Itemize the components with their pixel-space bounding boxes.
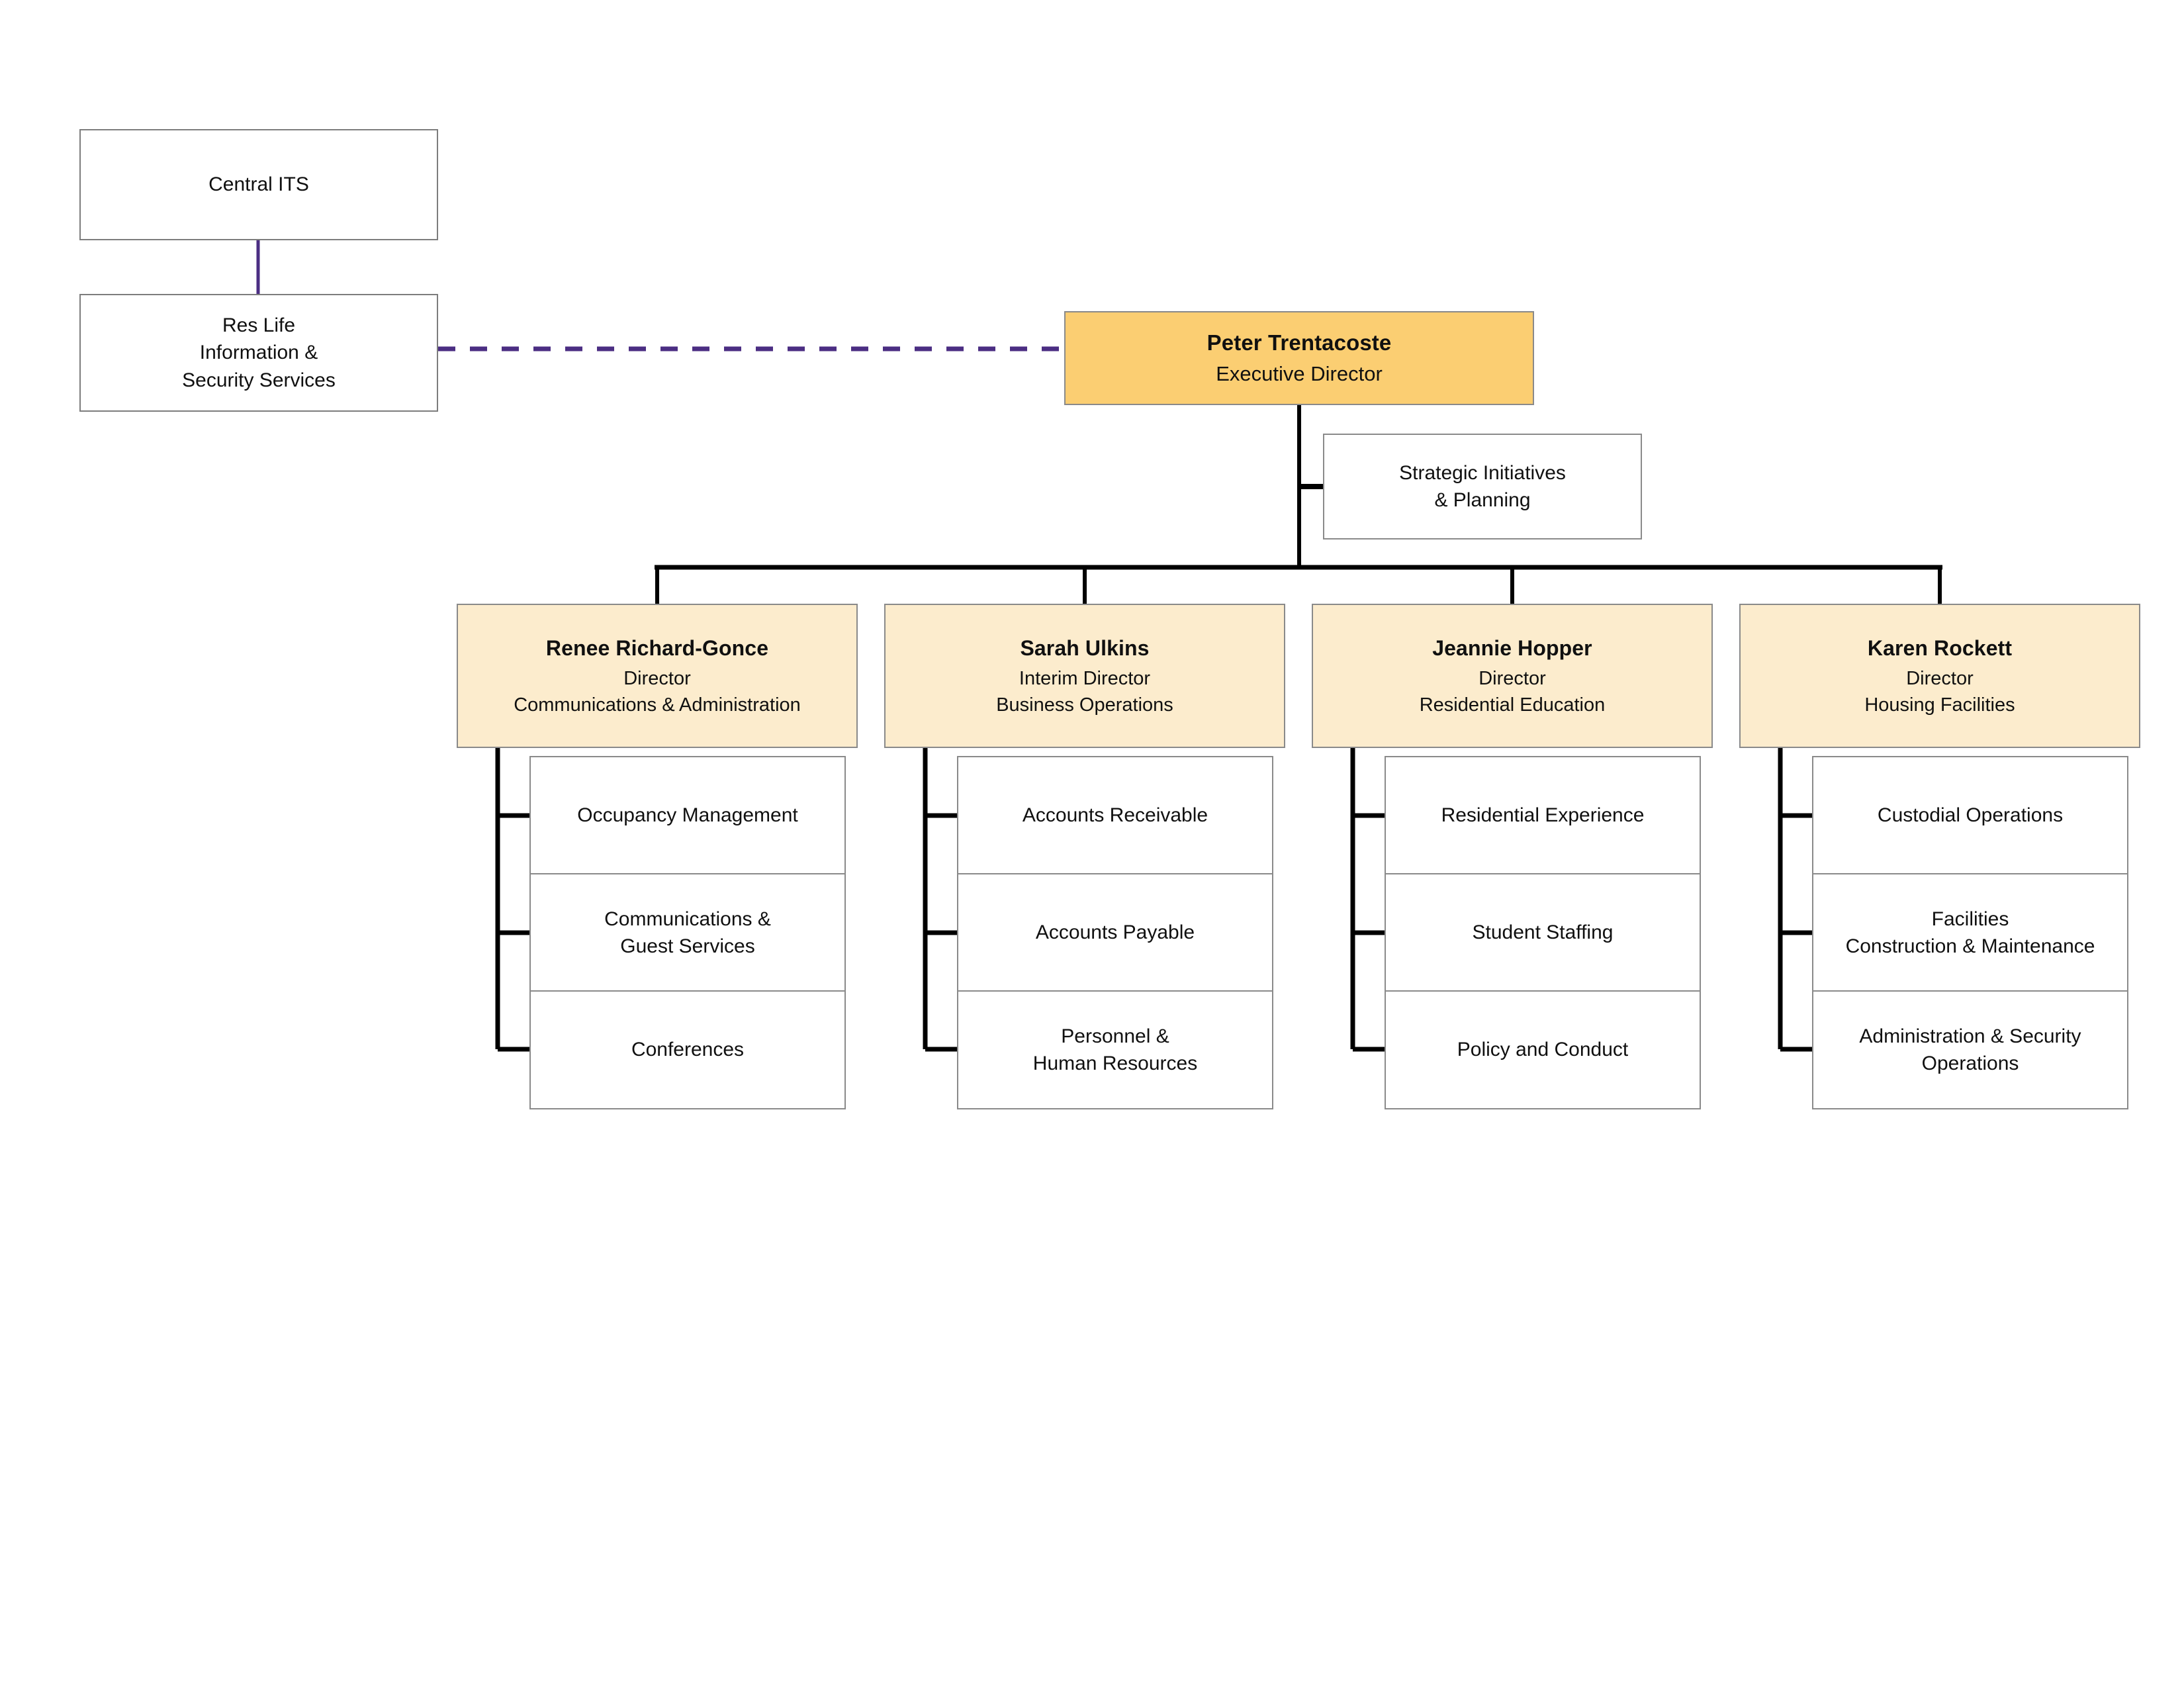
strategic-initiatives-line-1: Strategic Initiatives [1399,461,1566,484]
unit-2-1-line-1: Accounts Receivable [1022,804,1208,827]
res-life-line-3: Security Services [182,369,336,391]
unit-1-3-line-1: Conferences [631,1039,745,1061]
unit-4-3-line-2: Operations [1921,1053,2019,1074]
director-1-unit: Communications & Administration [514,694,801,716]
node-director-housing-facilities[interactable]: Karen Rockett Director Housing Facilitie… [1739,604,2140,748]
unit-1-2-line-1: Communications & [604,908,771,930]
node-director-residential-education[interactable]: Jeannie Hopper Director Residential Educ… [1312,604,1713,748]
node-strategic-initiatives-planning[interactable]: Strategic Initiatives & Planning [1323,434,1642,539]
node-residential-experience[interactable]: Residential Experience [1385,756,1701,875]
node-conferences[interactable]: Conferences [529,990,846,1109]
unit-3-1-line-1: Residential Experience [1441,804,1645,827]
unit-4-1-line-1: Custodial Operations [1877,804,2064,827]
executive-name: Peter Trentacoste [1206,330,1392,355]
unit-2-3-line-1: Personnel & [1061,1025,1169,1047]
node-director-communications-administration[interactable]: Renee Richard-Gonce Director Communicati… [457,604,858,748]
director-2-unit: Business Operations [996,694,1173,716]
node-director-business-operations[interactable]: Sarah Ulkins Interim Director Business O… [884,604,1285,748]
node-policy-and-conduct[interactable]: Policy and Conduct [1385,990,1701,1109]
node-custodial-operations[interactable]: Custodial Operations [1812,756,2128,875]
res-life-line-2: Information & [199,342,318,364]
res-life-line-1: Res Life [222,314,296,336]
unit-2-3-line-2: Human Resources [1032,1053,1198,1074]
node-personnel-human-resources[interactable]: Personnel & Human Resources [957,990,1273,1109]
director-2-role: Interim Director [1019,667,1151,689]
node-central-its[interactable]: Central ITS [79,129,438,240]
director-1-name: Renee Richard-Gonce [545,636,769,661]
strategic-initiatives-line-2: & Planning [1434,489,1531,511]
director-2-name: Sarah Ulkins [1020,636,1150,661]
unit-4-2-line-2: Construction & Maintenance [1845,935,2095,957]
node-executive-director[interactable]: Peter Trentacoste Executive Director [1064,311,1534,405]
unit-3-3-line-1: Policy and Conduct [1457,1039,1629,1061]
node-administration-security-operations[interactable]: Administration & Security Operations [1812,990,2128,1109]
node-res-life-information-security-services[interactable]: Res Life Information & Security Services [79,294,438,412]
director-3-name: Jeannie Hopper [1432,636,1592,661]
director-4-role: Director [1906,667,1974,689]
unit-4-3-line-1: Administration & Security [1859,1025,2081,1047]
director-1-role: Director [623,667,691,689]
unit-2-2-line-1: Accounts Payable [1035,921,1195,944]
central-its-label: Central ITS [208,173,309,196]
node-communications-guest-services[interactable]: Communications & Guest Services [529,873,846,992]
director-4-name: Karen Rockett [1867,636,2013,661]
node-facilities-construction-maintenance[interactable]: Facilities Construction & Maintenance [1812,873,2128,992]
unit-1-2-line-2: Guest Services [620,935,755,957]
node-occupancy-management[interactable]: Occupancy Management [529,756,846,875]
director-3-role: Director [1479,667,1546,689]
node-accounts-payable[interactable]: Accounts Payable [957,873,1273,992]
executive-role: Executive Director [1216,361,1383,385]
node-student-staffing[interactable]: Student Staffing [1385,873,1701,992]
unit-4-2-line-1: Facilities [1931,908,2009,930]
unit-1-1-line-1: Occupancy Management [577,804,798,827]
director-3-unit: Residential Education [1419,694,1606,716]
node-accounts-receivable[interactable]: Accounts Receivable [957,756,1273,875]
unit-3-2-line-1: Student Staffing [1472,921,1614,944]
director-4-unit: Housing Facilities [1864,694,2015,716]
